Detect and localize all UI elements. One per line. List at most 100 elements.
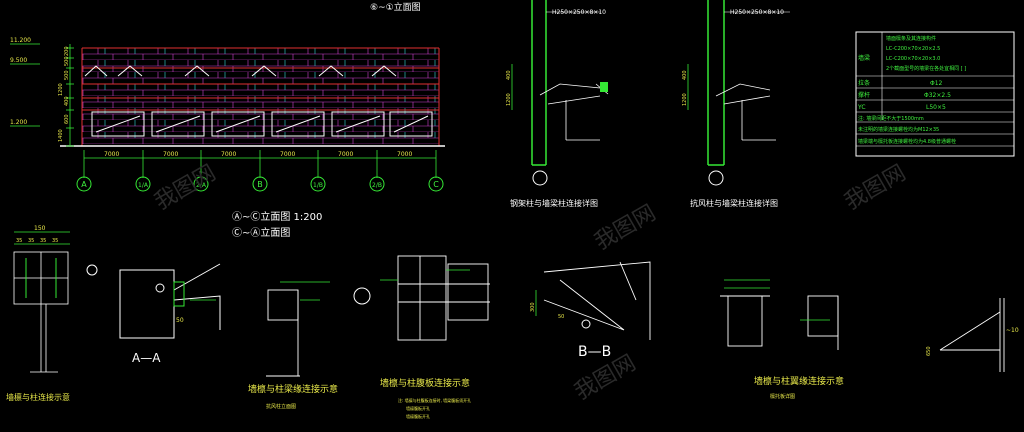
bay-dim: 7000 xyxy=(221,151,236,158)
watermark: 我图网 我图网 我图网 我图网 xyxy=(151,161,911,406)
wall-red-lines xyxy=(81,47,440,146)
bay-dim: 7000 xyxy=(338,151,353,158)
elevation-caption: Ⓒ~Ⓐ立面图 xyxy=(232,226,290,239)
detail-title: 墙檩与柱连接示意 xyxy=(6,392,70,402)
bay-dim: 7000 xyxy=(163,151,178,158)
table-cell: LC-C200×70×20×2.5 xyxy=(886,46,940,52)
dim-label: 1200 xyxy=(682,93,688,106)
level-label: 1.200 xyxy=(10,119,27,126)
detail-column-connection: H250×250×8×10 400 1200 钢架柱与墙梁柱连接详图 xyxy=(506,0,609,208)
svg-text:A: A xyxy=(81,180,87,189)
wall-masonry xyxy=(82,48,439,144)
member-table: 墙面檩条及其连接构件 LC-C200×70×20×2.5 墙梁 LC-C200×… xyxy=(855,31,1015,157)
detail-title: 钢架柱与墙梁柱连接详图 xyxy=(510,198,598,208)
table-cell: 2个截面型号的墙梁在各处宜相同 [ ] xyxy=(886,65,966,72)
table-label: 撑杆 xyxy=(858,91,870,99)
dim-label: 650 xyxy=(926,346,932,356)
table-cell: L50×5 xyxy=(926,104,946,111)
detail-purlin-flange-2: 墙檩与柱翼缘连接示意 檩托板详图 xyxy=(720,279,844,400)
axis-bubble: 2/A xyxy=(193,176,209,192)
dim-label: 200 xyxy=(64,46,70,56)
dim-label: 1200 xyxy=(506,93,512,106)
table-cell: Φ32×2.5 xyxy=(924,92,951,99)
dim-label: 400 xyxy=(682,70,688,80)
axis-circle xyxy=(532,170,548,186)
svg-text:1/A: 1/A xyxy=(138,182,149,189)
dim-label: 35 xyxy=(40,238,46,244)
detail-purlin-web: 墙檩与柱腹板连接示意 注: 墙檩与柱腹板连接时, 墙梁腹板须开孔 墙檩腹板开孔 … xyxy=(353,255,490,419)
dim-label: 50 xyxy=(558,314,564,320)
table-cell: 墙面檩条及其连接构件 xyxy=(886,35,936,42)
dim-label: ~10 xyxy=(1006,327,1019,334)
table-cell: 墙梁端与檩托板连接螺栓均为4.8级普通螺栓 xyxy=(858,138,956,145)
section-label: A—A xyxy=(132,351,161,365)
dim-label: 1400 xyxy=(58,129,64,142)
axis-bubble: 1/B xyxy=(310,176,326,192)
elevation-drawing: ⑥~①立面图 xyxy=(10,1,445,239)
detail-note: H250×250×8×10 xyxy=(552,9,606,16)
detail-title: 墙檩与柱腹板连接示意 xyxy=(380,377,470,389)
detail-section-aa: 50 A—A xyxy=(119,263,221,365)
dim-label: 35 xyxy=(28,238,34,244)
bay-dim: 7000 xyxy=(397,151,412,158)
bay-dim-labels: 7000 7000 7000 7000 7000 7000 xyxy=(104,151,412,158)
bay-dim-chain xyxy=(83,150,437,178)
detail-sub: 抗风柱立面图 xyxy=(266,403,296,410)
svg-text:1/B: 1/B xyxy=(313,182,323,189)
detail-title: 墙檩与柱梁缘连接示意 xyxy=(248,383,338,395)
dim-label: 1200 xyxy=(58,83,64,96)
dim-label: 500 xyxy=(64,56,70,66)
axis-circle xyxy=(708,170,724,186)
elevation-title: ⑥~①立面图 xyxy=(370,1,421,13)
dim-label: 300 xyxy=(530,302,536,312)
wall-vents xyxy=(84,65,397,77)
watermark-text: 我图网 xyxy=(151,161,221,216)
table-label: YC xyxy=(857,104,866,111)
detail-title: 墙檩与柱翼缘连接示意 xyxy=(754,375,844,387)
dim-label: 600 xyxy=(64,114,70,124)
detail-sub: 檩托板详图 xyxy=(770,393,795,400)
wall-windows xyxy=(91,111,433,137)
elevation-caption: Ⓐ~Ⓒ立面图 1:200 xyxy=(232,210,322,223)
dim-label: 35 xyxy=(52,238,58,244)
detail-title: 抗风柱与墙梁柱连接详图 xyxy=(690,198,778,208)
dim-label: 35 xyxy=(16,238,22,244)
detail-purlin-flange: 墙檩与柱梁缘连接示意 抗风柱立面图 xyxy=(248,281,338,410)
svg-text:B: B xyxy=(257,180,263,189)
detail-note: 墙檩腹板开孔 xyxy=(406,405,430,411)
svg-text:2/B: 2/B xyxy=(372,182,382,189)
detail-purlin-column: 150 35 35 35 35 墙檩与柱连接示意 xyxy=(6,225,98,402)
svg-text:2/A: 2/A xyxy=(196,182,207,189)
detail-bracket: ~10 650 xyxy=(926,298,1019,372)
table-cell: 未注明的墙梁连接螺栓均为M12×35 xyxy=(858,126,939,133)
dim-label: 400 xyxy=(64,96,70,106)
plate xyxy=(600,82,608,92)
detail-note: 注: 墙檩与柱腹板连接时, 墙梁腹板须开孔 xyxy=(398,397,471,403)
detail-wind-column: H250×250×8×10 400 1200 抗风柱与墙梁柱连接详图 xyxy=(682,0,790,208)
axis-bubble: C xyxy=(428,176,444,192)
level-label: 9.500 xyxy=(10,57,27,64)
detail-note: 墙檩腹板开孔 xyxy=(406,413,430,419)
dim-label: 500 xyxy=(64,70,70,80)
svg-text:C: C xyxy=(433,180,439,189)
watermark-text: 我图网 xyxy=(591,201,661,256)
bay-dim: 7000 xyxy=(280,151,295,158)
axis-bubble: 1/A xyxy=(135,176,151,192)
vertical-dim-labels: 200 500 500 1200 400 600 1400 xyxy=(58,46,70,142)
table-cell: Φ12 xyxy=(930,80,943,87)
detail-note: H250×250×8×10 xyxy=(730,9,784,16)
section-label: B—B xyxy=(578,344,611,360)
level-label: 11.200 xyxy=(10,37,31,44)
table-cell: 注: 墙梁间距不大于1500mm xyxy=(858,115,924,122)
dim-label: 150 xyxy=(34,225,46,232)
axis-bubbles: A 1/A 2/A B 1/B 2/B C xyxy=(76,176,444,192)
axis-bubble: B xyxy=(252,176,268,192)
axis-bubble: A xyxy=(76,176,92,192)
table-cell: LC-C200×70×20×3.0 xyxy=(886,56,940,62)
axis-bubble: 2/B xyxy=(369,176,385,192)
left-dim-chain xyxy=(10,43,74,147)
dim-label: 400 xyxy=(506,70,512,80)
dim-label: 50 xyxy=(176,317,184,324)
